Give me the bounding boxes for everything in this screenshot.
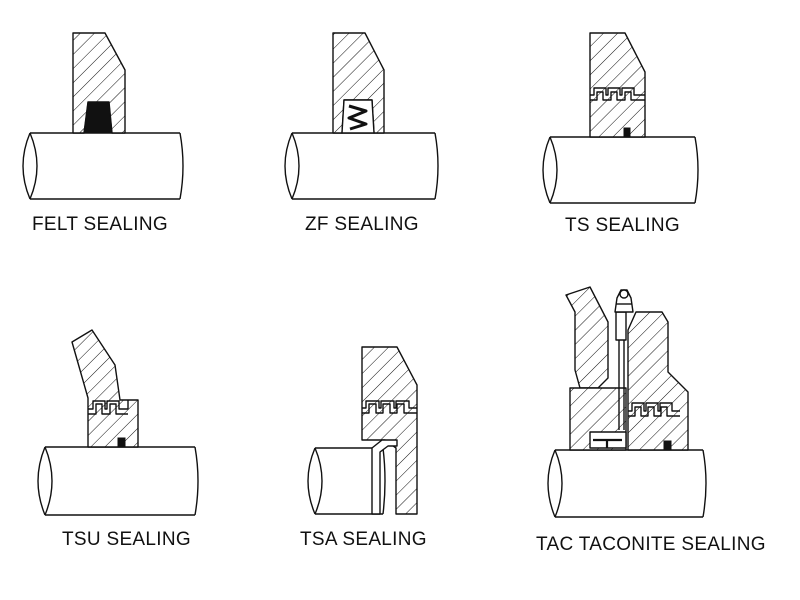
caption-zf-sealing: ZF SEALING xyxy=(305,214,419,235)
shaft xyxy=(284,132,439,200)
panel-ts-sealing: TS SEALING xyxy=(542,32,699,236)
labyrinth-groove xyxy=(362,403,417,414)
labyrinth-groove xyxy=(362,400,417,409)
labyrinth-groove xyxy=(590,91,645,101)
felt-ring xyxy=(83,101,113,134)
seal-housing xyxy=(361,346,418,515)
labyrinth-groove xyxy=(590,87,645,96)
labyrinth-groove xyxy=(628,402,680,412)
caption-tsa-sealing: TSA SEALING xyxy=(300,529,427,550)
o-ring xyxy=(663,440,672,450)
o-ring xyxy=(623,127,631,137)
grease-channel xyxy=(615,311,627,341)
grease-fitting xyxy=(614,289,634,313)
caption-ts-sealing: TS SEALING xyxy=(565,215,680,236)
panel-tsa-sealing: TSA SEALING xyxy=(300,346,427,550)
caption-tac-taconite-sealing: TAC TACONITE SEALING xyxy=(536,534,766,555)
labyrinth-groove xyxy=(628,406,680,417)
labyrinth-ring xyxy=(371,439,398,515)
panel-tsu-sealing: TSU SEALING xyxy=(37,329,199,550)
shaft xyxy=(547,449,707,518)
shaft xyxy=(37,446,199,516)
caption-felt-sealing: FELT SEALING xyxy=(32,214,168,235)
panel-zf-sealing: ZF SEALING xyxy=(284,32,439,235)
zf-seal-zigzag xyxy=(347,104,368,131)
panel-tac-taconite-sealing: TAC TACONITE SEALING xyxy=(536,286,766,555)
bearing-housing xyxy=(565,286,609,389)
seal-housing xyxy=(71,329,139,448)
grease-fitting-head xyxy=(619,289,629,299)
seal-housing xyxy=(589,32,646,138)
shaft xyxy=(22,132,184,200)
seal-housing xyxy=(627,311,689,451)
panel-felt-sealing: FELT SEALING xyxy=(22,32,184,235)
o-ring xyxy=(117,437,126,447)
labyrinth-groove xyxy=(88,403,128,415)
labyrinth-groove xyxy=(88,400,129,410)
caption-tsu-sealing: TSU SEALING xyxy=(62,529,191,550)
taconite-seal-insert xyxy=(593,438,622,448)
shaft xyxy=(542,136,699,204)
